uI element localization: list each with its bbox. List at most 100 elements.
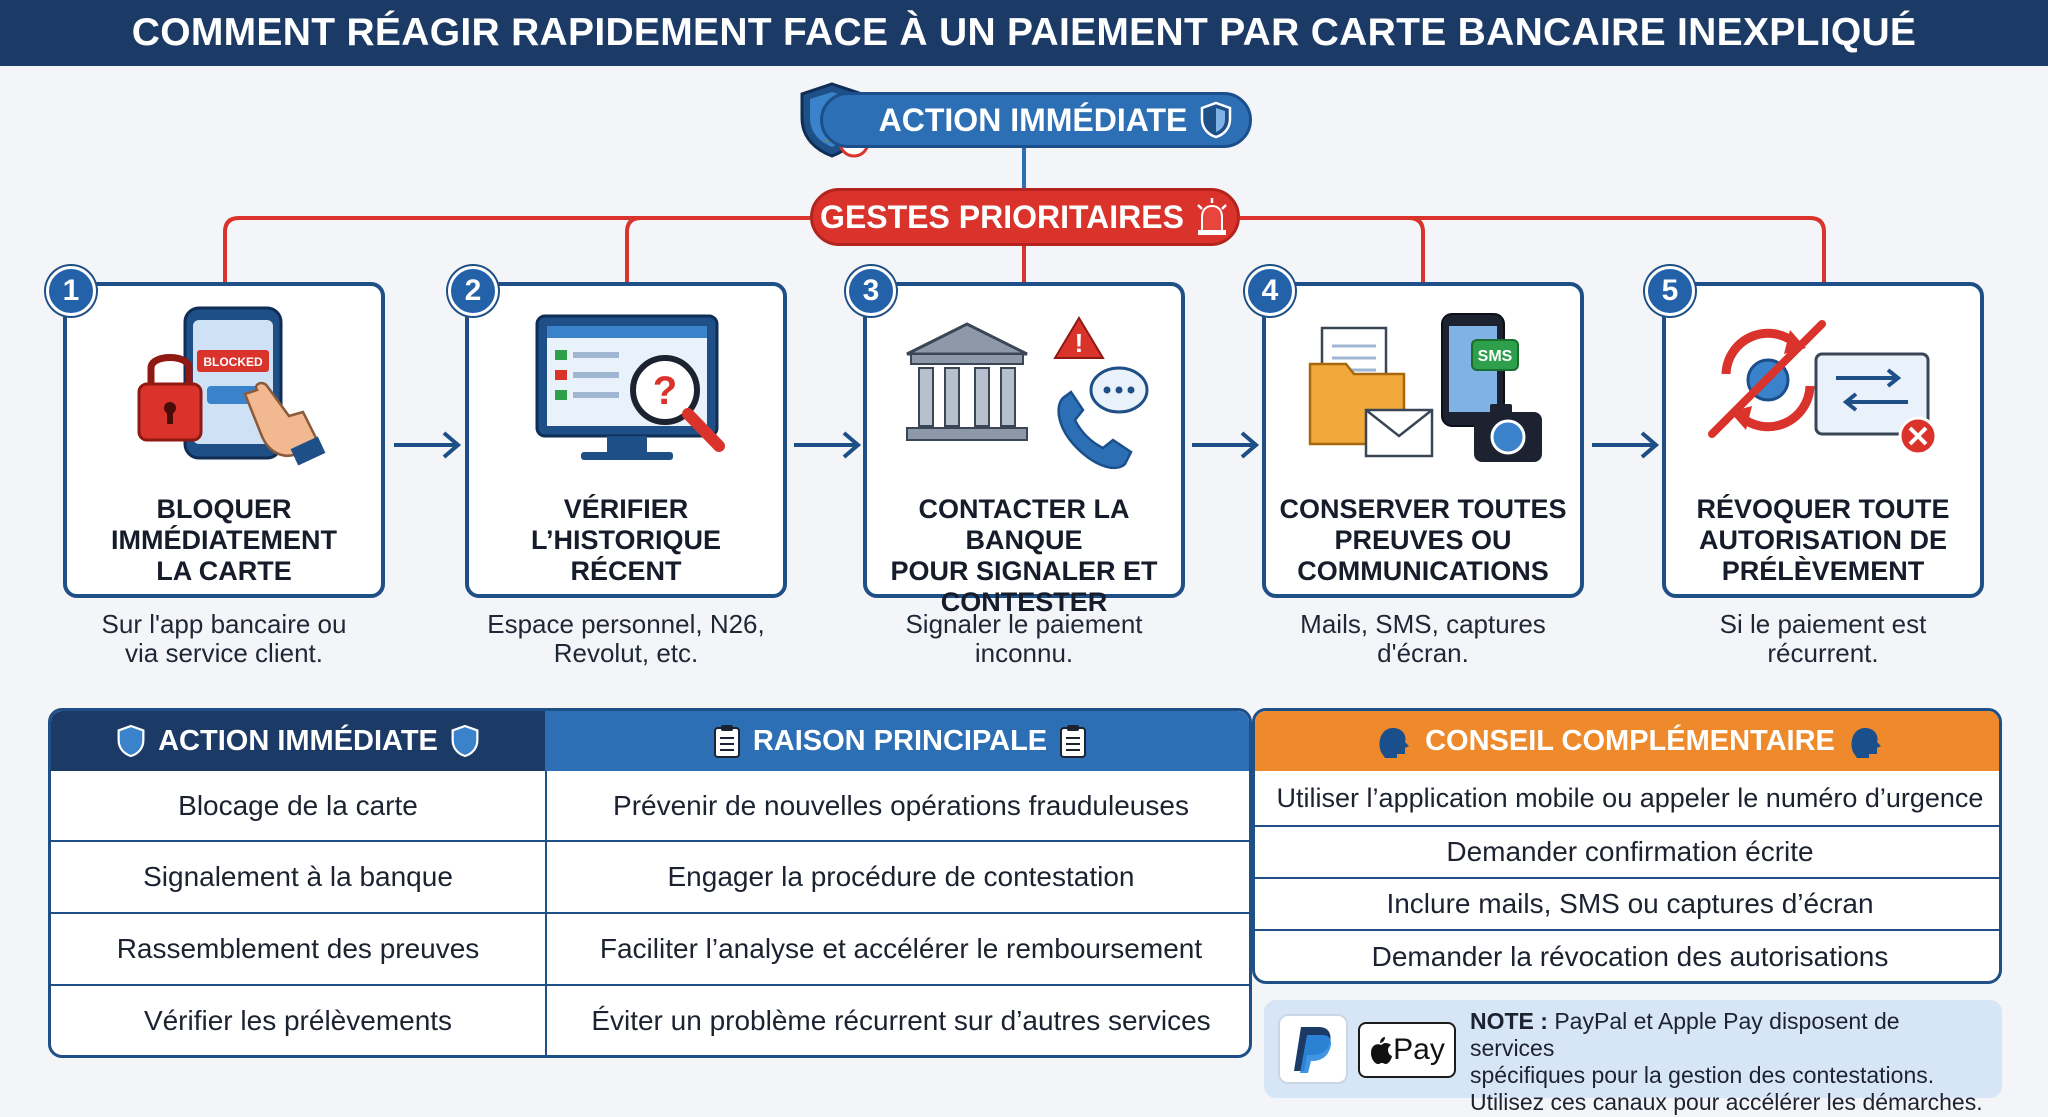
step-5-caption-line2: récurrent. — [1767, 638, 1879, 668]
header-conseil-label: CONSEIL COMPLÉMENTAIRE — [1425, 724, 1835, 757]
conseil-table: CONSEIL COMPLÉMENTAIRE Utiliser l’applic… — [1252, 708, 2002, 984]
step-1-caption: Sur l'app bancaire ou via service client… — [44, 610, 404, 668]
action-immediate-pill: ACTION IMMÉDIATE — [820, 92, 1252, 148]
table-cell-action: Vérifier les prélèvements — [143, 1005, 453, 1036]
step-card-2: ? VÉRIFIER L’HISTORIQUE RÉCENT — [465, 282, 787, 598]
shield-icon — [1201, 101, 1232, 139]
note-line-1: PayPal et Apple Pay disposent de service… — [1470, 1008, 1900, 1061]
step-1-label: BLOQUER IMMÉDIATEMENT LA CARTE — [67, 494, 381, 587]
step-2-caption-line1: Espace personnel, N26, — [487, 609, 765, 639]
table-cell-action: Rassemblement des preuves — [116, 933, 480, 964]
table-cell-conseil: Demander la révocation des autorisations — [1371, 941, 1889, 972]
row-divider — [1255, 877, 1999, 879]
step-3-label-line1: CONTACTER LA BANQUE — [918, 494, 1130, 555]
clipboard-icon — [1060, 725, 1087, 758]
step-4-caption-line1: Mails, SMS, captures — [1300, 609, 1546, 639]
gestes-prioritaires-label: GESTES PRIORITAIRES — [820, 198, 1184, 235]
row-divider — [51, 840, 1249, 842]
arrow-right-icon — [1192, 431, 1260, 459]
step-4-badge: 4 — [1245, 266, 1295, 316]
arrow-right-icon — [1592, 431, 1660, 459]
bank-phone-icon: ! — [906, 316, 1149, 469]
table-cell-action: Blocage de la carte — [178, 790, 418, 821]
step-1-label-line2: IMMÉDIATEMENT — [111, 525, 337, 555]
row-divider — [1255, 825, 1999, 827]
shield-icon — [451, 724, 479, 758]
table-cell-raison: Prévenir de nouvelles opérations fraudul… — [613, 790, 1189, 821]
table-cell-conseil: Inclure mails, SMS ou captures d’écran — [1386, 888, 1874, 919]
alarm-siren-icon — [1197, 198, 1227, 235]
gestes-prioritaires-pill: GESTES PRIORITAIRES — [810, 188, 1240, 246]
step-1-label-line1: BLOQUER — [156, 494, 292, 524]
step-card-1: BLOCKED BLOQUER IMMÉDIATEMENT LA CARTE — [63, 282, 385, 598]
apple-pay-text: Pay — [1393, 1033, 1445, 1066]
page-title: COMMENT RÉAGIR RAPIDEMENT FACE À UN PAIE… — [131, 11, 1917, 54]
evidence-folder-icon: SMS — [1308, 313, 1542, 462]
table-cell-raison: Éviter un problème récurrent sur d’autre… — [591, 1005, 1211, 1036]
actions-table: ACTION IMMÉDIATE RAISON PRINCIPALE Bloca… — [48, 708, 1252, 1058]
arrow-right-icon — [394, 431, 462, 459]
action-immediate-label: ACTION IMMÉDIATE — [878, 101, 1188, 138]
step-4-caption: Mails, SMS, captures d'écran. — [1243, 610, 1603, 668]
step-1-label-line3: LA CARTE — [156, 556, 292, 586]
step-5-label-line1: RÉVOQUER TOUTE — [1696, 494, 1950, 524]
step-2-label-line1: VÉRIFIER — [563, 494, 689, 524]
svg-text:!: ! — [1075, 328, 1084, 358]
clipboard-icon — [713, 725, 740, 758]
blocked-screen-text: BLOCKED — [203, 355, 263, 369]
step-2-caption: Espace personnel, N26, Revolut, etc. — [446, 610, 806, 668]
note-text: NOTE : PayPal et Apple Pay disposent de … — [1470, 1008, 1990, 1116]
step-3-caption: Signaler le paiement inconnu. — [844, 610, 1204, 668]
step-2-label-line2: L’HISTORIQUE — [530, 525, 722, 555]
step-5-label-line2: AUTORISATION DE — [1698, 525, 1947, 555]
step-3-label: CONTACTER LA BANQUE POUR SIGNALER ET CON… — [867, 494, 1181, 618]
table-cell-conseil: Utiliser l’application mobile ou appeler… — [1276, 782, 1984, 813]
phone-blocked-icon: BLOCKED — [137, 306, 326, 466]
step-3-badge: 3 — [846, 266, 896, 316]
step-5-label-line3: PRÉLÈVEMENT — [1721, 556, 1925, 586]
step-card-3: ! CONTACTER LA BANQUE POUR SIGNALER ET C… — [863, 282, 1185, 617]
note-line-3: Utilisez ces canaux pour accélérer les d… — [1470, 1089, 1983, 1115]
step-2-badge: 2 — [448, 266, 498, 316]
table-cell-raison: Engager la procédure de contestation — [667, 861, 1135, 892]
apple-icon — [1371, 1037, 1393, 1064]
header-raison-principale: RAISON PRINCIPALE — [545, 711, 1249, 771]
step-1-caption-line1: Sur l'app bancaire ou — [101, 609, 347, 639]
monitor-search-icon: ? — [535, 314, 725, 460]
step-4-label-line1: CONSERVER TOUTES — [1279, 494, 1567, 524]
header-conseil-complementaire: CONSEIL COMPLÉMENTAIRE — [1255, 711, 1999, 771]
svg-text:?: ? — [653, 369, 677, 413]
step-1-caption-line2: via service client. — [125, 638, 323, 668]
paypal-icon — [1294, 1027, 1331, 1073]
step-4-label-line3: COMMUNICATIONS — [1297, 556, 1549, 586]
row-divider — [1255, 929, 1999, 931]
step-5-caption: Si le paiement est récurrent. — [1643, 610, 2003, 668]
header-action-immediate: ACTION IMMÉDIATE — [51, 711, 545, 771]
row-divider — [51, 912, 1249, 914]
step-card-4: SMS CONSERVER TOUTES PREUVES OU COMMUNIC… — [1262, 282, 1584, 598]
step-3-caption-line1: Signaler le paiement — [905, 609, 1143, 639]
step-3-label-line2: POUR SIGNALER ET — [890, 556, 1158, 586]
header-action-label: ACTION IMMÉDIATE — [158, 724, 438, 757]
step-1-badge: 1 — [46, 266, 96, 316]
shield-icon — [117, 724, 145, 758]
step-5-badge: 5 — [1645, 266, 1695, 316]
step-3-caption-line2: inconnu. — [974, 638, 1074, 668]
header-raison-label: RAISON PRINCIPALE — [752, 724, 1048, 757]
step-5-label: RÉVOQUER TOUTE AUTORISATION DE PRÉLÈVEME… — [1666, 494, 1980, 587]
step-2-caption-line2: Revolut, etc. — [553, 638, 699, 668]
step-3-label-line3: CONTESTER — [940, 587, 1108, 617]
step-4-label: CONSERVER TOUTES PREUVES OU COMMUNICATIO… — [1266, 494, 1580, 587]
row-divider — [51, 984, 1249, 986]
sms-bubble-text: SMS — [1478, 348, 1513, 365]
table-cell-raison: Faciliter l’analyse et accélérer le remb… — [599, 933, 1203, 964]
step-4-caption-line2: d'écran. — [1377, 638, 1469, 668]
apple-pay-logo: Pay — [1358, 1022, 1456, 1078]
note-bold-label: NOTE : — [1470, 1008, 1548, 1034]
arrow-right-icon — [794, 431, 862, 459]
speaking-head-icon — [1379, 728, 1410, 758]
title-bar: COMMENT RÉAGIR RAPIDEMENT FACE À UN PAIE… — [0, 0, 2048, 66]
speaking-head-icon — [1851, 728, 1881, 758]
step-2-label: VÉRIFIER L’HISTORIQUE RÉCENT — [469, 494, 783, 587]
paypal-logo — [1278, 1014, 1348, 1084]
